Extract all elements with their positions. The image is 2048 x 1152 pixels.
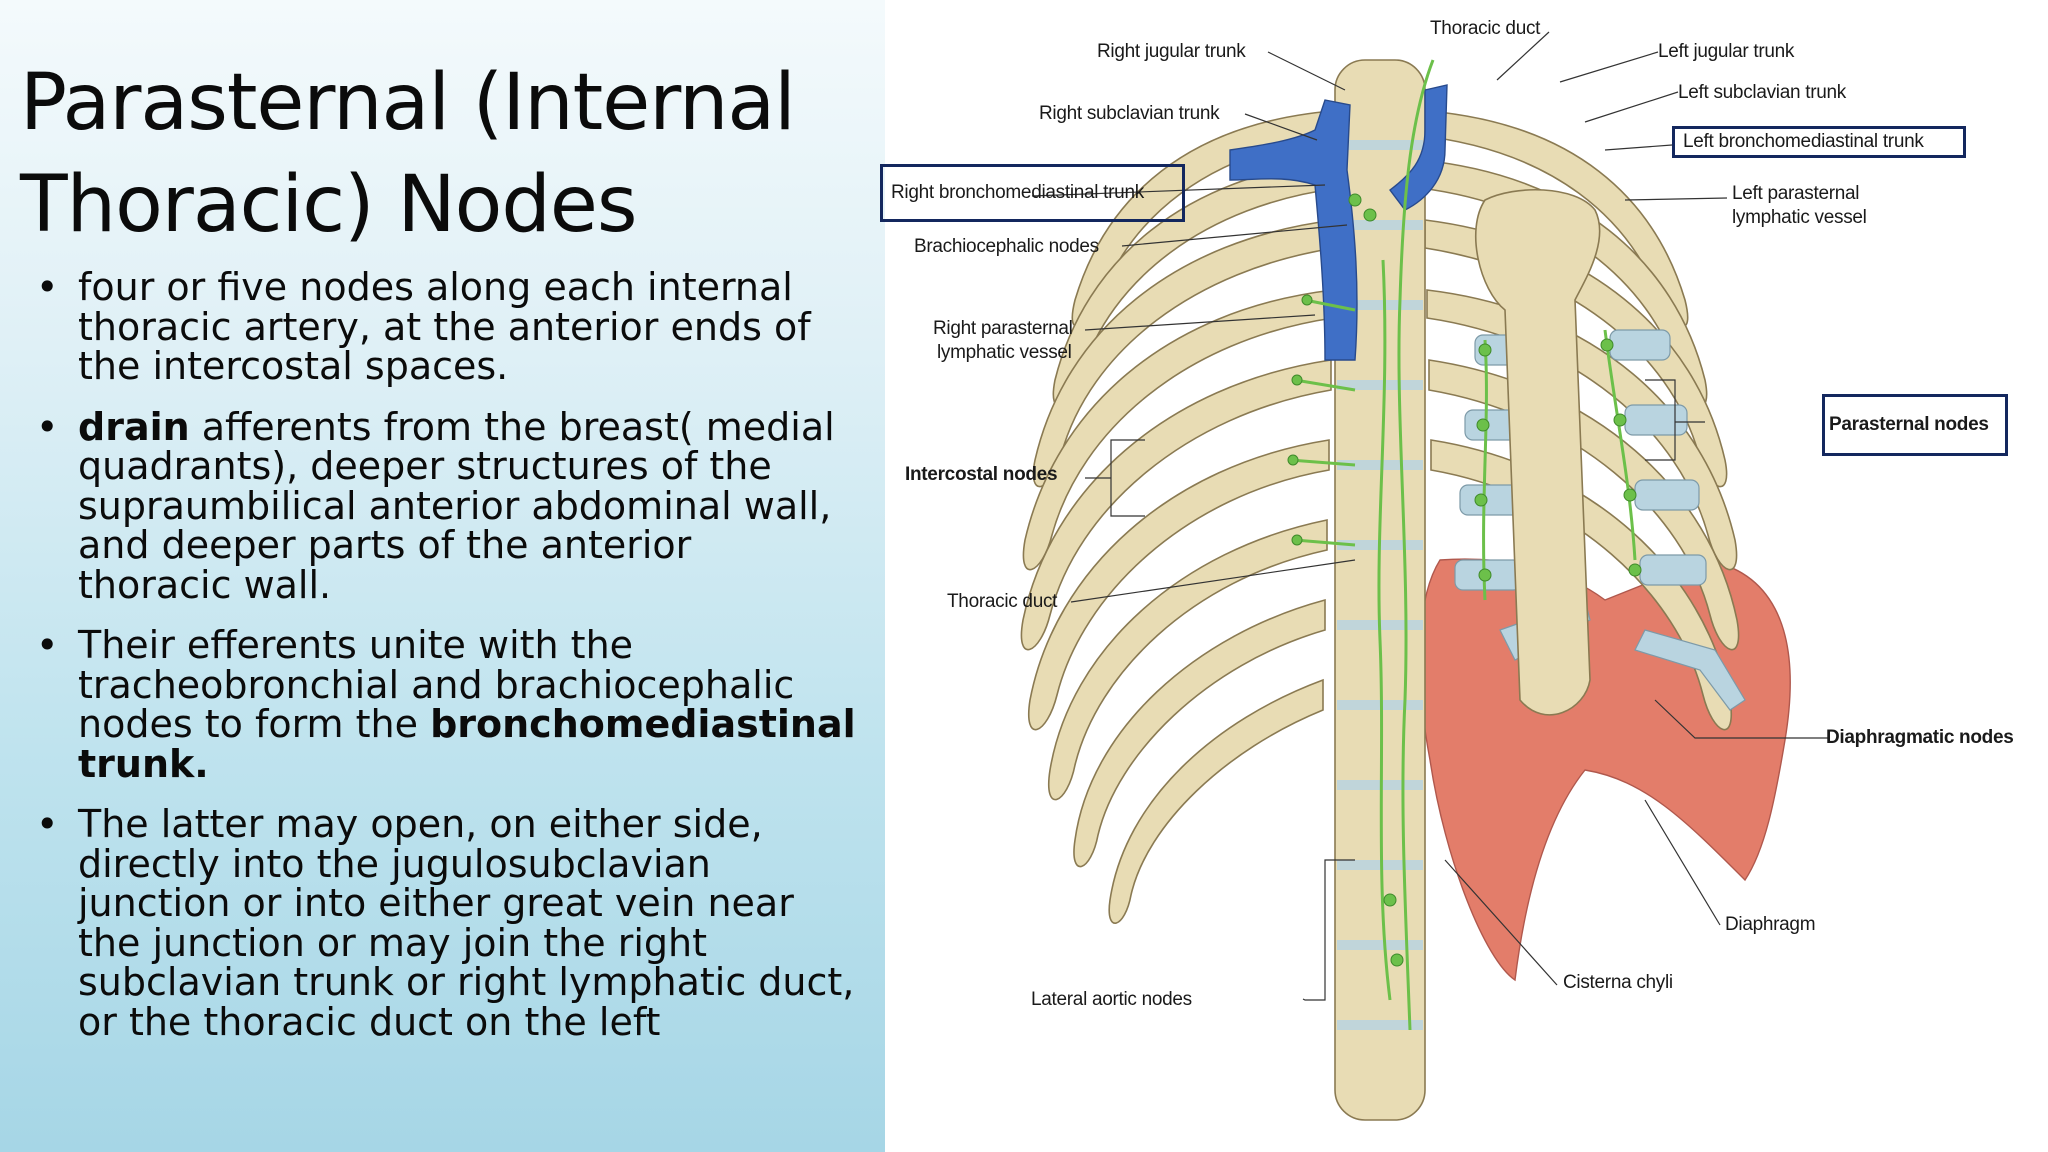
label-left-parasternal-line2: lymphatic vessel [1732, 207, 1867, 228]
label-thoracic-duct-top: Thoracic duct [1430, 18, 1541, 39]
bullet-bold-text: drain [78, 404, 190, 449]
label-left-subclavian-trunk: Left subclavian trunk [1678, 82, 1846, 103]
label-leader-lines [1031, 31, 1829, 1001]
ribs-right [1020, 109, 1346, 924]
label-right-bronchomediastinal-trunk: Right bronchomediastinal trunk [880, 164, 1185, 222]
bullet-item: drain afferents from the breast( medial … [36, 404, 856, 607]
bullet-item: four or five nodes along each internal t… [36, 265, 856, 388]
bullet-text: afferents from the breast( medial quadra… [78, 404, 835, 607]
label-thoracic-duct-lower: Thoracic duct [947, 591, 1058, 612]
label-cisterna-chyli: Cisterna chyli [1563, 972, 1673, 993]
label-brachiocephalic-nodes: Brachiocephalic nodes [914, 236, 1099, 257]
right-brachiocephalic-vein [1229, 99, 1358, 361]
label-right-subclavian-trunk: Right subclavian trunk [1039, 103, 1220, 124]
label-right-parasternal-line2: lymphatic vessel [937, 342, 1072, 363]
bullet-text: The latter may open, on either side, dir… [78, 802, 855, 1044]
bullet-item: The latter may open, on either side, dir… [36, 802, 856, 1044]
label-diaphragm: Diaphragm [1725, 914, 1816, 935]
thorax-lymphatics-illustration: Thoracic duct Right jugular trunk Left j… [880, 0, 2048, 1152]
bullet-item: Their efferents unite with the tracheobr… [36, 623, 856, 786]
sternum [1474, 188, 1601, 716]
bullet-bold-text: bronchomediastinal trunk. [78, 702, 856, 786]
bullet-list: four or five nodes along each internal t… [36, 265, 856, 1063]
label-right-parasternal-line1: Right parasternal [933, 318, 1073, 339]
page-title: Parasternal (Internal Thoracic) Nodes [20, 58, 796, 250]
text-panel: Parasternal (Internal Thoracic) Nodes fo… [0, 0, 885, 1152]
label-left-jugular-trunk: Left jugular trunk [1658, 41, 1795, 62]
lymphatic-vessels [1289, 59, 1637, 1031]
label-diaphragmatic-nodes: Diaphragmatic nodes [1826, 727, 2014, 748]
bullet-text: Their efferents unite with the tracheobr… [78, 623, 795, 746]
thorax-drawing [1020, 31, 1829, 1121]
label-intercostal-nodes: Intercostal nodes [905, 464, 1058, 485]
label-left-parasternal-line1: Left parasternal [1732, 183, 1860, 204]
label-lateral-aortic-nodes: Lateral aortic nodes [1031, 989, 1192, 1010]
lymph-nodes [1287, 193, 1642, 967]
label-right-jugular-trunk: Right jugular trunk [1097, 41, 1246, 62]
label-left-bronchomediastinal-trunk: Left bronchomediastinal trunk [1672, 126, 1966, 158]
bullet-text: four or five nodes along each internal t… [78, 265, 811, 388]
label-parasternal-nodes: Parasternal nodes [1822, 394, 2008, 456]
